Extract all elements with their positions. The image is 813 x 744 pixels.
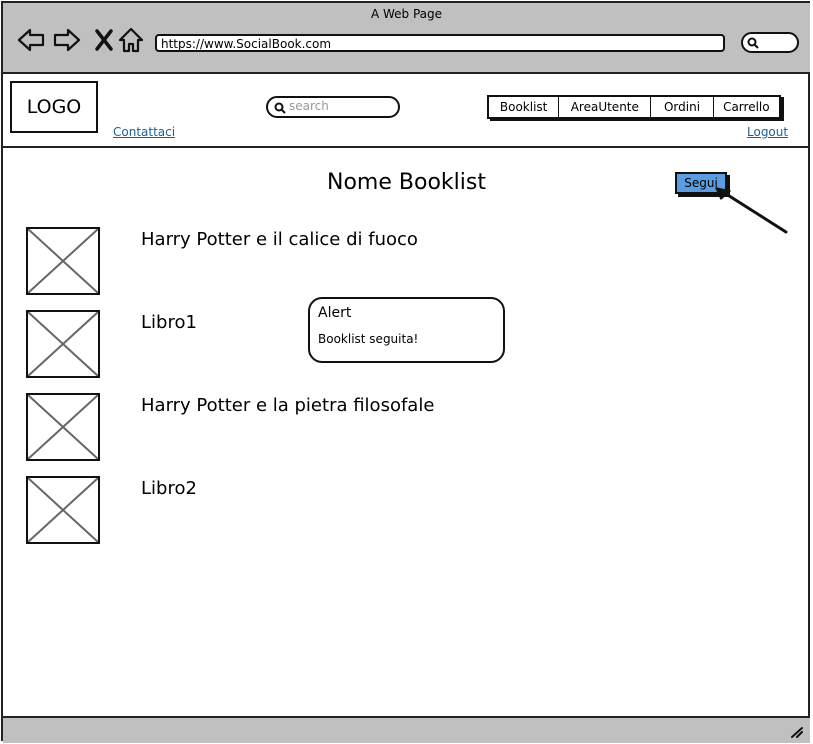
tab-ordini[interactable]: Ordini [651, 97, 714, 117]
page-title: Nome Booklist [327, 170, 486, 195]
book-title[interactable]: Harry Potter e il calice di fuoco [141, 229, 418, 250]
contact-link[interactable]: Contattaci [113, 125, 176, 139]
home-icon[interactable] [116, 25, 146, 55]
address-bar[interactable]: https://www.SocialBook.com [155, 34, 725, 52]
tab-area-utente[interactable]: AreaUtente [559, 97, 652, 117]
book-image-placeholder [26, 227, 100, 295]
alert-title: Alert [318, 305, 352, 321]
search-icon [747, 37, 759, 49]
close-icon[interactable] [89, 25, 119, 55]
main-nav-tabs: Booklist AreaUtente Ordini Carrello [487, 95, 781, 119]
search-placeholder: search [289, 99, 329, 113]
forward-arrow-icon[interactable] [52, 25, 82, 55]
book-image-placeholder [26, 476, 100, 544]
book-image-placeholder [26, 393, 100, 461]
logout-link[interactable]: Logout [747, 125, 789, 139]
alert-message: Booklist seguita! [318, 332, 419, 346]
pointer-arrow-annotation [715, 187, 788, 234]
book-title[interactable]: Harry Potter e la pietra filosofale [141, 395, 435, 416]
window-title: A Web Page [370, 7, 443, 21]
resize-grip-icon[interactable] [790, 726, 804, 738]
site-search-input[interactable]: search [266, 96, 400, 118]
logo: LOGO [10, 81, 98, 133]
follow-button[interactable]: Segui [675, 172, 727, 194]
browser-search-field[interactable] [741, 32, 799, 53]
browser-status-bar [3, 716, 810, 743]
book-title[interactable]: Libro1 [141, 312, 197, 333]
back-arrow-icon[interactable] [16, 25, 46, 55]
tab-booklist[interactable]: Booklist [489, 97, 560, 117]
header-divider [3, 146, 810, 148]
alert-box: Alert Booklist seguita! [308, 297, 505, 363]
browser-toolbar: A Web Page https://www.SocialBook.com [3, 3, 810, 74]
book-title[interactable]: Libro2 [141, 478, 197, 499]
book-image-placeholder [26, 310, 100, 378]
tab-carrello[interactable]: Carrello [723, 100, 770, 114]
search-icon [274, 102, 286, 114]
